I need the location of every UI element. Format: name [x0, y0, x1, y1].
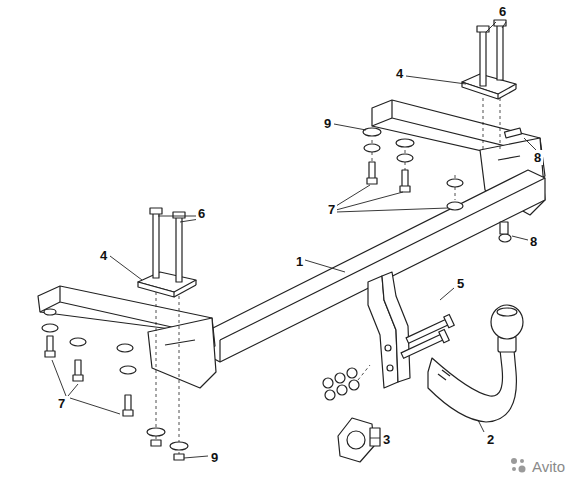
callout-number: 4 — [394, 66, 405, 81]
callout-number: 1 — [294, 254, 305, 269]
callout-number: 6 — [497, 4, 508, 19]
callout-number: 8 — [528, 234, 539, 249]
callout-number: 4 — [98, 248, 109, 263]
callout-number: 9 — [209, 450, 220, 465]
watermark: Avito — [530, 458, 567, 475]
callout-number: 5 — [455, 276, 466, 291]
callout-number: 3 — [381, 432, 392, 447]
callout-number: 8 — [532, 150, 543, 165]
callout-number: 2 — [485, 432, 496, 447]
callout-number: 7 — [326, 202, 337, 217]
callout-number: 9 — [322, 116, 333, 131]
callout-number: 7 — [56, 396, 67, 411]
callout-number: 6 — [196, 206, 207, 221]
